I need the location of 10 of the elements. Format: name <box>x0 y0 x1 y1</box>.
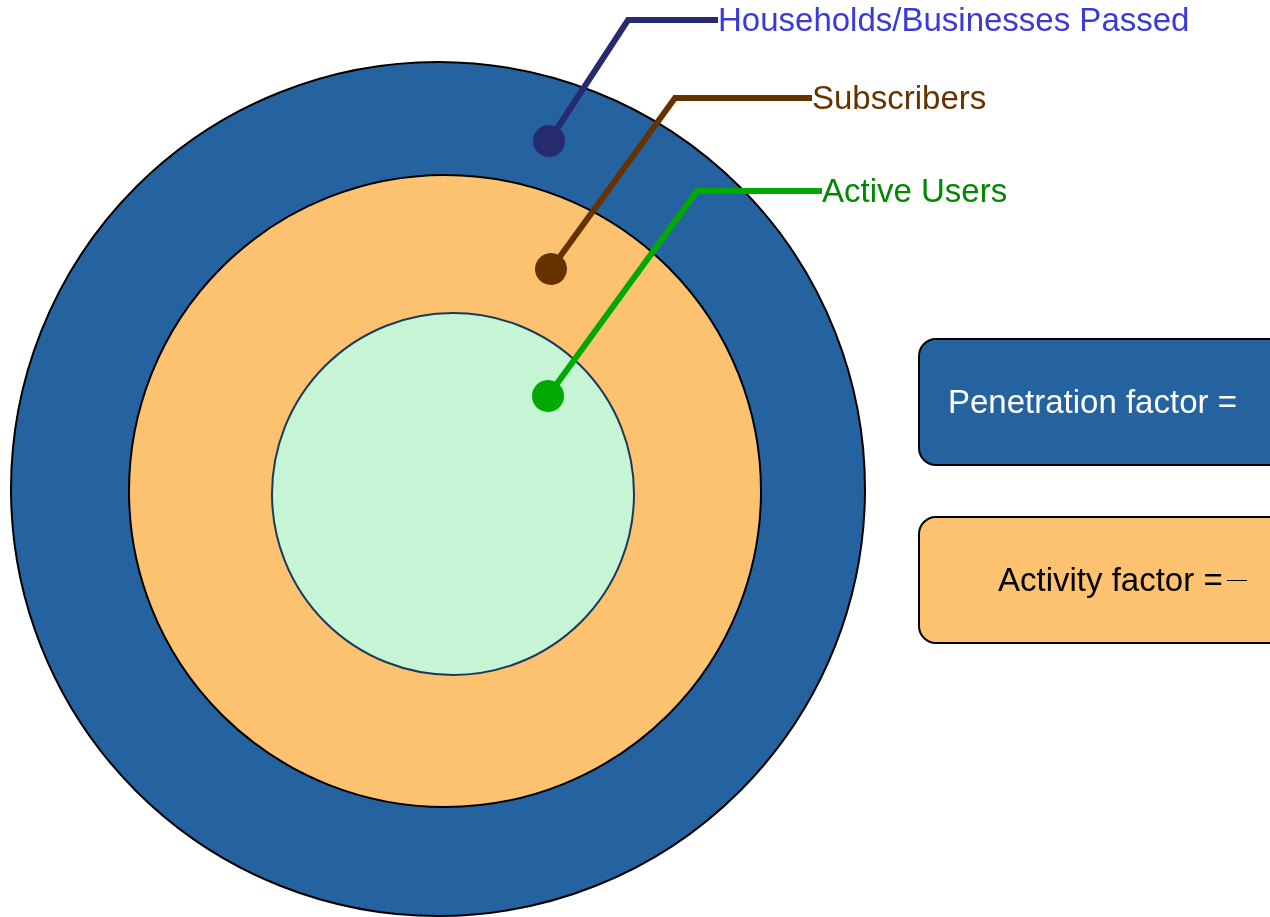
leader-line <box>535 95 812 285</box>
leader-line <box>533 17 718 157</box>
leader-line <box>532 188 822 412</box>
formula-box <box>918 338 1270 466</box>
leader-label: Active Users <box>822 171 1008 211</box>
formula-text: Activity factor = <box>997 561 1223 599</box>
formula-text: Penetration factor = <box>947 383 1237 421</box>
leader-label: Households/Businesses Passed <box>718 0 1190 40</box>
formula-box <box>918 516 1270 644</box>
leader-label: Subscribers <box>812 78 987 118</box>
